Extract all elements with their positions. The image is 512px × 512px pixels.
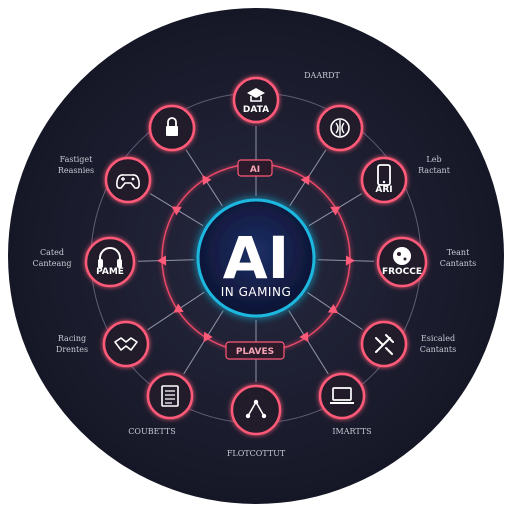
arrow-marker-left (157, 255, 167, 266)
node-label-top: DATA (243, 105, 269, 115)
node-label-right: FROCCE (382, 267, 422, 277)
outer-label-bottom-left: COUBETTS (128, 427, 175, 436)
arrow-marker-left-lower (173, 303, 184, 313)
center-title: AI (223, 224, 289, 292)
node-left-lower[interactable] (102, 320, 150, 368)
outer-label-left-mid-1: Cated (40, 248, 64, 257)
node-left[interactable]: PAME (84, 236, 136, 288)
node-circle (146, 372, 194, 420)
node-circle (232, 76, 280, 124)
tag-bottom: PLAVES (225, 341, 285, 360)
node-right-upper[interactable]: ARI (360, 156, 408, 204)
outer-label-left-lower-1: Racing (58, 334, 86, 343)
arrow-marker-left-upper (171, 206, 182, 216)
node-circle (84, 236, 136, 288)
lock-icon (166, 117, 178, 136)
arrow-marker-bottom-right (299, 331, 309, 343)
center-hub: AI IN GAMING (196, 198, 316, 318)
outer-label-right-lower-1: Esicaled (421, 334, 455, 343)
smartphone-icon (377, 164, 391, 186)
arrow-marker-right (345, 255, 355, 266)
node-circle (318, 372, 366, 420)
node-bottom-left[interactable] (146, 372, 194, 420)
outer-label-left-lower-2: Drentes (56, 345, 88, 354)
planet-icon (393, 247, 411, 265)
headphones-icon (98, 247, 122, 268)
brain-icon (330, 118, 350, 138)
node-label-left: PAME (96, 267, 124, 277)
arrow-marker-right-upper (330, 206, 341, 216)
node-circle (360, 156, 408, 204)
node-circle (104, 156, 152, 204)
node-right-lower[interactable] (360, 320, 408, 368)
node-right[interactable]: FROCCE (376, 236, 428, 288)
outer-label-bottom-right: IMARTTS (332, 427, 371, 436)
node-top[interactable]: DATA (232, 76, 280, 124)
outer-label-right-mid-2: Cantants (440, 259, 477, 268)
outer-label-right-upper-2: Ractant (418, 166, 451, 175)
mortarboard-icon (247, 88, 265, 102)
node-label-right-upper: ARI (375, 185, 392, 195)
outer-label-left-upper-2: Reasnies (58, 166, 94, 175)
outer-label-top-right: DAARDT (304, 71, 340, 80)
arrow-marker-upper-right (300, 174, 310, 186)
node-circle (102, 320, 150, 368)
outer-label-bottom: FLOTCOTTUT (227, 449, 286, 458)
handshake-icon (114, 337, 138, 351)
outer-labels: DAARDT Fastiget Reasnies Leb Ractant Cat… (32, 71, 476, 458)
arrow-marker-bottom-left (203, 331, 213, 343)
center-subtitle: IN GAMING (221, 285, 292, 299)
tools-icon (375, 334, 394, 355)
node-upper-right[interactable] (316, 104, 364, 152)
gamepad-icon (116, 174, 140, 189)
arrow-marker-top-left (202, 174, 212, 186)
document-icon (161, 385, 179, 407)
outer-label-right-upper-1: Leb (426, 155, 441, 164)
node-left-upper[interactable] (104, 156, 152, 204)
laptop-icon (330, 387, 354, 404)
outer-label-right-lower-2: Cantants (420, 345, 457, 354)
node-circle (230, 384, 282, 436)
outer-label-left-mid-2: Canteang (32, 259, 71, 268)
tag-bottom-label: PLAVES (236, 347, 274, 357)
node-bottom[interactable] (230, 384, 282, 436)
connector-bottom-right (288, 310, 329, 375)
node-top-left[interactable] (148, 104, 196, 152)
outer-label-left-upper-1: Fastiget (60, 155, 94, 164)
tag-top-label: AI (250, 165, 260, 175)
arrow-marker-right-lower (327, 304, 339, 314)
network-icon (245, 399, 267, 419)
outer-label-right-mid-1: Teant (447, 248, 470, 257)
tag-top: AI (237, 159, 273, 177)
node-bottom-right[interactable] (318, 372, 366, 420)
connector-bottom-left (183, 310, 224, 375)
